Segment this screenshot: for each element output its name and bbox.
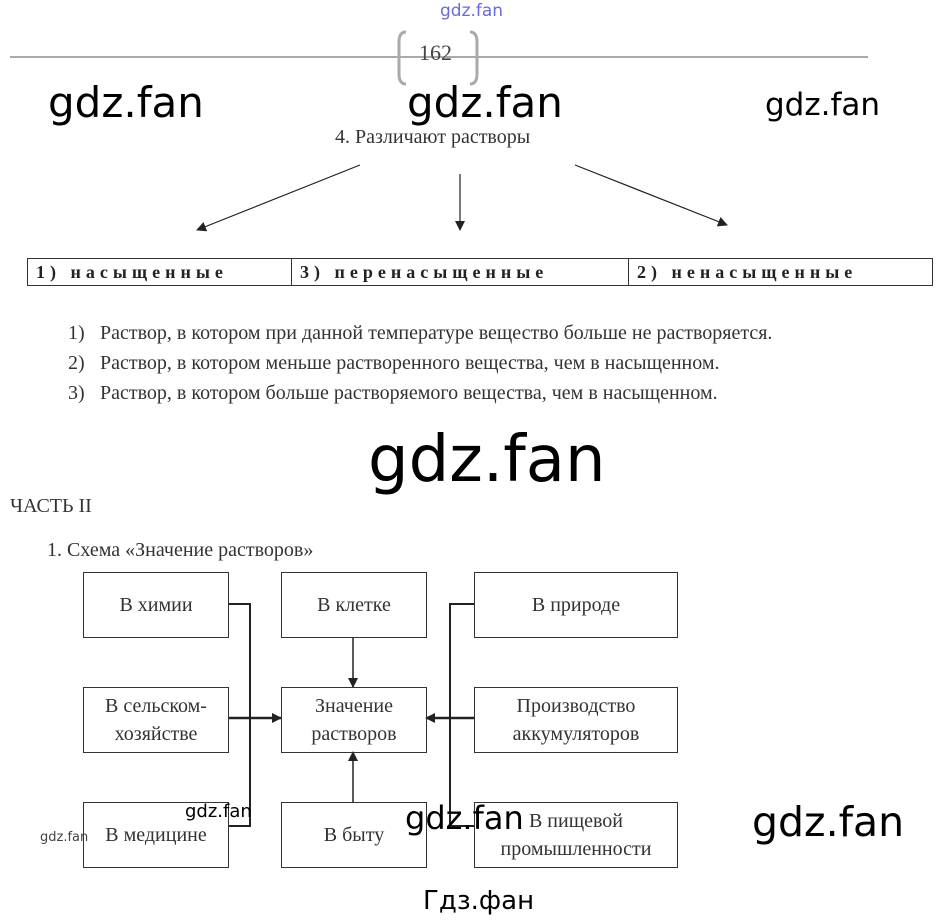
task4-title: 4. Различают растворы [335,126,531,148]
definition-text: Раствор, в котором больше растворяемого … [100,382,718,404]
type-supersaturated: 3) перенасыщенные [292,259,629,285]
watermark: gdz.fan [185,801,252,822]
watermark: gdz.fan [405,799,524,837]
solution-types-table: 1) насыщенные 3) перенасыщенные 2) ненас… [27,258,933,286]
definition-item: 1) Раствор, в котором при данной темпера… [68,318,876,348]
arrow-left [196,164,361,232]
page-number-bracket-left [397,30,407,86]
watermark: gdz.fan [752,798,905,846]
box-center: Значение растворов [281,687,427,753]
page-number-bracket-right [469,30,479,86]
box-food: В пищевой промышленности [474,802,678,868]
definition-number: 1) [68,322,85,344]
watermark: gdz.fan [48,78,204,127]
part2-heading: ЧАСТЬ II [10,495,92,517]
watermark: gdz.fan [407,78,563,127]
definition-item: 2) Раствор, в котором меньше растворенно… [68,348,876,378]
definition-item: 3) Раствор, в котором больше растворяемо… [68,378,876,408]
box-household: В быту [281,802,427,868]
connector-left [228,603,251,827]
box-batteries: Производство аккумуляторов [474,687,678,753]
box-medicine: В медицине [83,802,229,868]
watermark: gdz.fan [40,830,89,845]
box-chemistry: В химии [83,572,229,638]
box-cell: В клетке [281,572,427,638]
arrow-right [574,164,728,227]
box-agriculture: В сельском-хозяйстве [83,687,229,753]
watermark: gdz.fan [368,423,606,497]
watermark-footer: Гдз.фан [423,886,535,916]
definitions-list: 1) Раствор, в котором при данной темпера… [68,318,876,408]
task1-title: 1. Схема «Значение растворов» [47,539,314,561]
page-number: 162 [419,40,452,65]
watermark: gdz.fan [765,87,881,123]
type-saturated: 1) насыщенные [28,259,292,285]
definition-number: 3) [68,382,85,404]
definition-number: 2) [68,352,85,374]
box-nature: В природе [474,572,678,638]
connector-right [449,603,474,827]
watermark: gdz.fan [440,1,504,21]
type-unsaturated: 2) ненасыщенные [637,261,858,282]
definition-text: Раствор, в котором меньше растворенного … [100,352,720,374]
definition-text: Раствор, в котором при данной температур… [100,322,773,344]
